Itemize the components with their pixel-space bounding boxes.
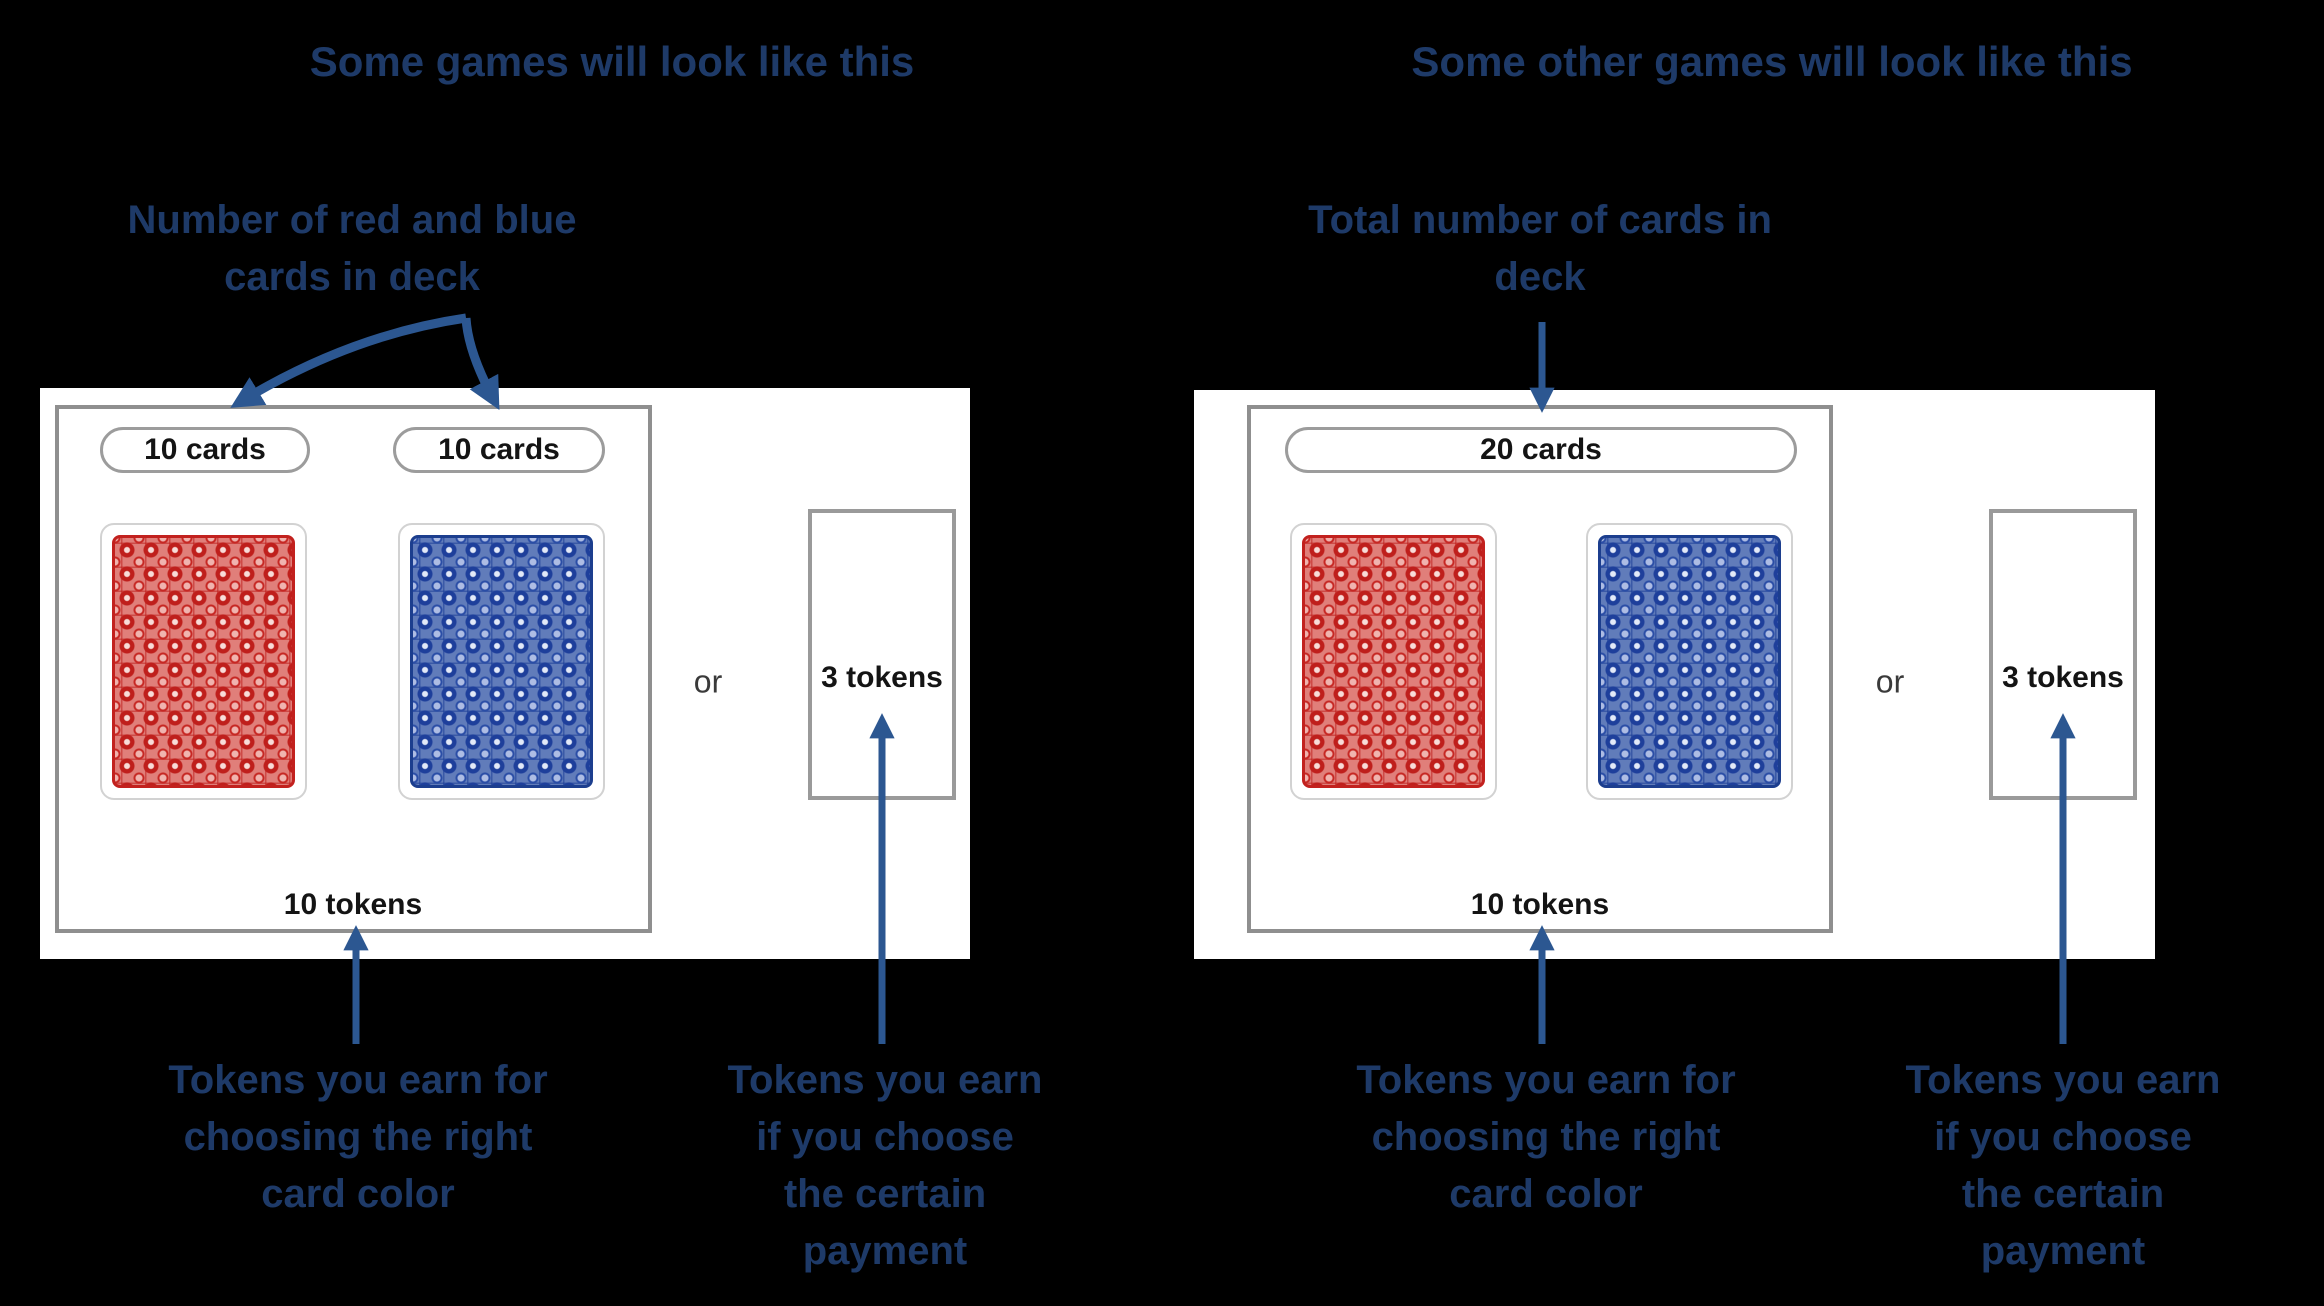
red-card-pattern <box>1302 535 1485 788</box>
left-red-card-back <box>100 523 307 800</box>
right-top-annotation-line1: Total number of cards in <box>1308 198 1772 242</box>
left-tokens-earned-label: 10 tokens <box>283 888 423 921</box>
left-top-annotation-line1: Number of red and blue <box>127 198 577 242</box>
right-certain-payment-box <box>1989 509 2137 800</box>
right-certain-annotation-line2: if you choose <box>1934 1115 2192 1159</box>
left-tokens-annotation-line1: Tokens you earn for <box>168 1058 548 1102</box>
left-certain-annotation-line4: payment <box>802 1229 968 1273</box>
left-certain-payment-box <box>808 509 956 800</box>
right-blue-card-back <box>1586 523 1793 800</box>
left-red-deck-count-text: 10 cards <box>144 433 266 466</box>
right-certain-annotation-line4: payment <box>1980 1229 2146 1273</box>
left-red-deck-count-label: 10 cards <box>100 427 310 473</box>
right-total-deck-count-label: 20 cards <box>1285 427 1797 473</box>
left-blue-deck-count-label: 10 cards <box>393 427 605 473</box>
left-certain-annotation-line1: Tokens you earn <box>727 1058 1043 1102</box>
right-tokens-earned-label: 10 tokens <box>1470 888 1610 921</box>
left-or-label: or <box>693 663 723 700</box>
blue-card-pattern <box>410 535 593 788</box>
right-certain-annotation-line1: Tokens you earn <box>1905 1058 2221 1102</box>
left-top-annotation-line2: cards in deck <box>224 255 480 299</box>
left-certain-annotation-line3: the certain <box>783 1172 987 1216</box>
right-tokens-annotation-line1: Tokens you earn for <box>1356 1058 1736 1102</box>
right-tokens-annotation-line3: card color <box>1449 1172 1643 1216</box>
left-certain-annotation-line2: if you choose <box>756 1115 1014 1159</box>
right-top-annotation-line2: deck <box>1494 255 1586 299</box>
right-tokens-annotation-line2: choosing the right <box>1371 1115 1721 1159</box>
right-or-label: or <box>1875 663 1905 700</box>
left-tokens-annotation-line2: choosing the right <box>183 1115 533 1159</box>
right-red-card-back <box>1290 523 1497 800</box>
left-blue-deck-count-text: 10 cards <box>438 433 560 466</box>
right-certain-annotation-line3: the certain <box>1961 1172 2165 1216</box>
right-total-deck-count-text: 20 cards <box>1480 433 1602 466</box>
left-blue-card-back <box>398 523 605 800</box>
blue-card-pattern <box>1598 535 1781 788</box>
left-title: Some games will look like this <box>309 38 915 85</box>
left-tokens-annotation-line3: card color <box>261 1172 455 1216</box>
right-title: Some other games will look like this <box>1411 38 2133 85</box>
left-certain-payment-label: 3 tokens <box>821 661 943 694</box>
red-card-pattern <box>112 535 295 788</box>
right-certain-payment-label: 3 tokens <box>2002 661 2124 694</box>
